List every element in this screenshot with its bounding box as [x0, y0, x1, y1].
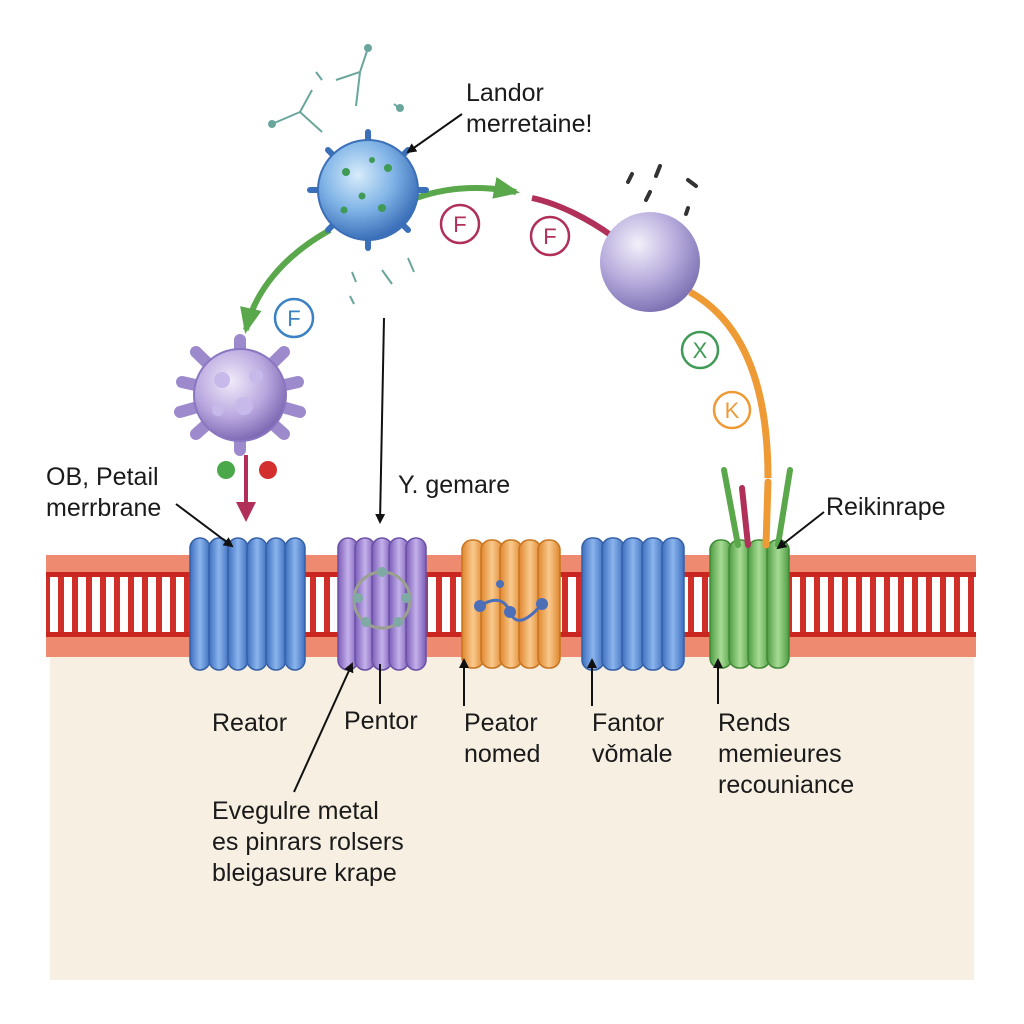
- label-evegulre-note: Evegulre metal es pinrars rolsers bleiga…: [212, 797, 404, 887]
- label-rends: Rends memieures recouniance: [718, 709, 855, 799]
- label-reator: Reator: [212, 709, 288, 737]
- green-arrow-right: [415, 177, 520, 201]
- dark-fragments: [626, 164, 698, 216]
- label-y-gemare: Y. gemare: [398, 471, 511, 499]
- red-dot: [259, 461, 277, 479]
- label-petail-membrane: OB, Petail merrbrane: [46, 463, 162, 522]
- label-landor: Landor merretaine!: [466, 79, 593, 138]
- f-marker-left: F: [273, 297, 315, 339]
- svg-text:F: F: [287, 306, 300, 331]
- label-fantor-vomale: Fantor vǒmale: [592, 709, 673, 768]
- k-marker: K: [712, 390, 752, 430]
- blue-receptor-left: [189, 537, 306, 671]
- svg-text:K: K: [725, 398, 740, 423]
- label-peator-nomed: Peator nomed: [464, 709, 541, 768]
- label-reikinrape: Reikinrape: [826, 493, 946, 521]
- receptor-strands: [721, 467, 793, 549]
- x-marker: X: [680, 330, 720, 370]
- purple-spiky-cell: [174, 334, 306, 456]
- svg-text:F: F: [543, 224, 556, 249]
- leader-lines: [175, 113, 825, 793]
- orange-receptor: [461, 539, 561, 669]
- green-receptor: [709, 539, 790, 669]
- orange-arc: [688, 288, 772, 479]
- blue-spiky-cell: [307, 129, 429, 251]
- green-arc-arrow-down: [240, 227, 332, 334]
- purple-receptor: [337, 537, 427, 671]
- label-pentor: Pentor: [344, 707, 418, 735]
- f-marker-right: F: [529, 215, 571, 257]
- svg-text:F: F: [453, 212, 466, 237]
- f-marker-mid: F: [439, 203, 481, 245]
- green-dot: [217, 461, 235, 479]
- svg-text:X: X: [693, 338, 708, 363]
- molecule-fragments-top: [268, 44, 415, 305]
- blue-receptor-right: [581, 537, 685, 671]
- crimson-arc: [531, 195, 614, 239]
- lavender-sphere: [600, 212, 700, 312]
